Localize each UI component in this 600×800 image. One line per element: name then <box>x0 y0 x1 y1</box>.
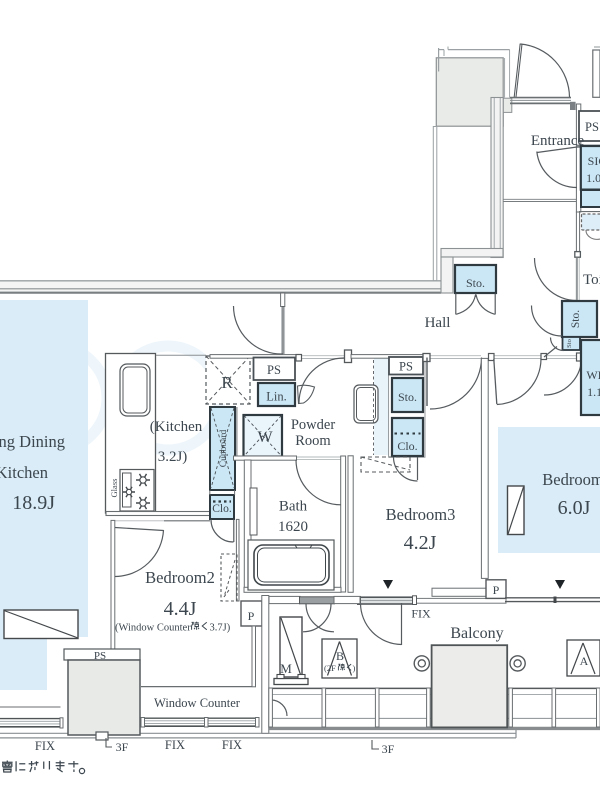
svg-text:SIC: SIC <box>588 154 600 168</box>
svg-text:Balcony: Balcony <box>450 625 503 642</box>
svg-text:Lin.: Lin. <box>266 390 286 404</box>
svg-text:Clo.: Clo. <box>397 439 417 453</box>
svg-text:PS: PS <box>94 650 106 662</box>
svg-text:Bedroom2: Bedroom2 <box>145 568 215 587</box>
svg-text:Toilet: Toilet <box>583 272 600 288</box>
svg-text:Bedroom3: Bedroom3 <box>386 505 456 524</box>
svg-text:3F: 3F <box>116 740 129 754</box>
svg-text:Bath: Bath <box>279 499 308 515</box>
svg-text:Window Counter: Window Counter <box>154 696 241 710</box>
svg-text:4.2J: 4.2J <box>404 532 437 554</box>
svg-text:Entrance: Entrance <box>531 133 585 149</box>
svg-text:Clo.: Clo. <box>212 503 232 515</box>
svg-text:A: A <box>580 654 589 668</box>
svg-text:W: W <box>257 429 273 446</box>
svg-text:FIX: FIX <box>411 607 431 621</box>
svg-text:P: P <box>248 609 255 623</box>
svg-text:3.2J): 3.2J) <box>158 449 188 465</box>
svg-text:1.0J: 1.0J <box>586 171 600 185</box>
svg-text:4.4J: 4.4J <box>164 598 197 620</box>
svg-text:3.7J): 3.7J) <box>210 623 231 634</box>
svg-text:18.9J: 18.9J <box>12 492 55 514</box>
svg-text:Sto.: Sto. <box>398 390 417 404</box>
svg-text:Room: Room <box>295 433 331 449</box>
svg-text:Kitchen: Kitchen <box>0 463 48 482</box>
svg-text:(Kitchen: (Kitchen <box>150 419 203 435</box>
svg-text:FIX: FIX <box>222 738 242 752</box>
svg-text:M: M <box>280 661 292 676</box>
svg-text:Powder: Powder <box>291 417 335 433</box>
svg-text:1.1J: 1.1J <box>587 385 600 399</box>
svg-text:R: R <box>221 373 233 392</box>
svg-text:(2F: (2F <box>324 663 336 673</box>
svg-text:Glass: Glass <box>109 479 119 498</box>
svg-text:Sto: Sto <box>566 339 573 348</box>
svg-text:FIX: FIX <box>35 739 55 753</box>
svg-text:1620: 1620 <box>278 519 308 535</box>
svg-text:Sto.: Sto. <box>466 276 485 290</box>
svg-text:3F: 3F <box>382 742 395 756</box>
svg-text:FIX: FIX <box>165 738 185 752</box>
svg-text:): ) <box>353 663 356 673</box>
svg-text:(Window Counter: (Window Counter <box>115 623 191 634</box>
svg-text:PS: PS <box>399 360 413 374</box>
svg-text:Hall: Hall <box>425 315 451 331</box>
svg-text:Bedroom: Bedroom <box>542 470 600 489</box>
svg-text:PS: PS <box>585 120 599 134</box>
svg-text:WIC: WIC <box>586 368 600 382</box>
svg-text:P: P <box>493 583 500 597</box>
svg-text:B: B <box>336 649 344 663</box>
svg-text:Cupboard: Cupboard <box>219 430 229 468</box>
svg-text:Living Dining: Living Dining <box>0 432 65 451</box>
svg-text:PS: PS <box>267 363 281 377</box>
svg-text:6.0J: 6.0J <box>558 497 591 519</box>
svg-text:Sto.: Sto. <box>570 310 582 328</box>
